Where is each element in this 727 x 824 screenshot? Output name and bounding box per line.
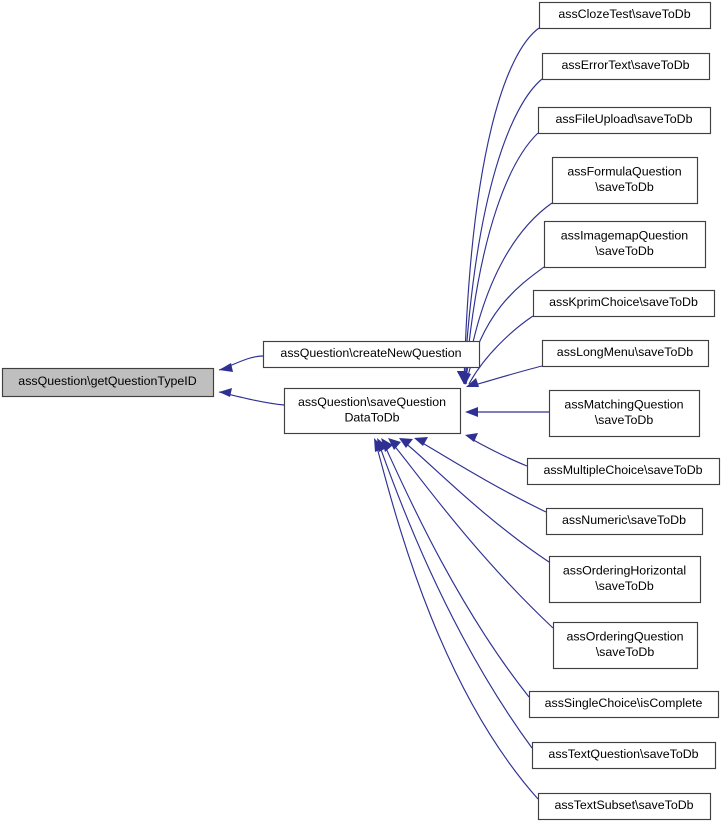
- graph-node-assOrderingQuestion[interactable]: assOrderingQuestion\saveToDb: [552, 621, 699, 670]
- graph-node-assFormulaQuestion[interactable]: assFormulaQuestion\saveToDb: [551, 156, 699, 205]
- call-edge: [218, 388, 285, 406]
- node-label: assTextQuestion\saveToDb: [548, 747, 698, 761]
- call-edge: [399, 438, 550, 563]
- node-label: assKprimChoice\saveToDb: [549, 295, 698, 309]
- arrowhead-icon: [388, 438, 401, 450]
- arrowhead-icon: [399, 438, 413, 448]
- node-box[interactable]: [537, 106, 712, 135]
- edge-line: [375, 443, 539, 800]
- node-label: assFileUpload\saveToDb: [555, 112, 692, 126]
- call-edge: [414, 437, 547, 513]
- node-label: assMultipleChoice\saveToDb: [543, 463, 702, 477]
- graph-node-assNumeric[interactable]: assNumeric\saveToDb: [545, 507, 704, 536]
- arrowhead-icon: [465, 407, 478, 417]
- graph-node-assMultipleChoice[interactable]: assMultipleChoice\saveToDb: [526, 457, 721, 486]
- graph-node-getQuestionTypeID[interactable]: assQuestion\getQuestionTypeID: [1, 367, 215, 398]
- node-box[interactable]: [532, 289, 716, 318]
- graph-node-assTextQuestion[interactable]: assTextQuestion\saveToDb: [531, 741, 717, 770]
- call-edge: [465, 433, 528, 467]
- node-label: assNumeric\saveToDb: [562, 513, 686, 527]
- graph-node-assFileUpload[interactable]: assFileUpload\saveToDb: [537, 106, 712, 135]
- node-box[interactable]: [551, 156, 699, 205]
- edge-line: [469, 437, 528, 467]
- node-box[interactable]: [548, 555, 702, 604]
- node-box[interactable]: [548, 389, 701, 438]
- edge-line: [470, 365, 543, 387]
- node-label: assImagemapQuestion\saveToDb: [561, 229, 689, 259]
- call-edge: [218, 355, 264, 372]
- arrowhead-icon: [219, 363, 233, 372]
- node-label: assErrorText\saveToDb: [561, 58, 689, 72]
- edges-layer: [218, 27, 554, 800]
- graph-node-assTextSubset[interactable]: assTextSubset\saveToDb: [537, 792, 712, 821]
- node-label: assMatchingQuestion\saveToDb: [564, 398, 683, 428]
- arrowhead-icon: [414, 437, 428, 446]
- arrowhead-icon: [465, 433, 478, 442]
- node-box[interactable]: [283, 387, 462, 435]
- graph-node-assLongMenu[interactable]: assLongMenu\saveToDb: [541, 339, 710, 368]
- graph-node-assSingleChoice[interactable]: assSingleChoice\isComplete: [528, 690, 720, 719]
- node-label: assQuestion\createNewQuestion: [280, 346, 461, 360]
- edge-line: [464, 132, 539, 385]
- edge-line: [403, 441, 550, 563]
- node-box[interactable]: [541, 339, 710, 368]
- node-box[interactable]: [1, 367, 215, 398]
- arrowhead-icon: [219, 388, 232, 397]
- node-box[interactable]: [541, 52, 711, 81]
- graph-node-assClozeTest[interactable]: assClozeTest\saveToDb: [538, 1, 712, 30]
- edge-line: [463, 78, 543, 385]
- node-box[interactable]: [545, 507, 704, 536]
- call-edge: [377, 438, 533, 749]
- node-label: assClozeTest\saveToDb: [558, 7, 690, 21]
- node-label: assOrderingHorizontal\saveToDb: [563, 564, 686, 594]
- node-box[interactable]: [528, 690, 720, 719]
- node-label: assLongMenu\saveToDb: [557, 345, 693, 359]
- node-label: assSingleChoice\isComplete: [545, 696, 703, 710]
- node-box[interactable]: [543, 220, 707, 269]
- arrowhead-icon: [461, 371, 471, 385]
- edge-line: [378, 443, 533, 749]
- edge-line: [391, 442, 554, 629]
- edge-line: [463, 27, 540, 385]
- arrowhead-icon: [374, 438, 384, 452]
- edge-line: [383, 443, 530, 698]
- call-edge: [388, 438, 554, 629]
- call-edge: [465, 407, 549, 417]
- node-box[interactable]: [262, 340, 481, 369]
- call-edge: [374, 438, 539, 800]
- edge-line: [418, 440, 547, 513]
- node-label: assTextSubset\saveToDb: [554, 798, 693, 812]
- node-label: assOrderingQuestion\saveToDb: [566, 630, 683, 660]
- node-box[interactable]: [538, 1, 712, 30]
- call-edge: [466, 365, 543, 387]
- node-box[interactable]: [537, 792, 712, 821]
- graph-node-assKprimChoice[interactable]: assKprimChoice\saveToDb: [532, 289, 716, 318]
- arrowhead-icon: [466, 378, 479, 387]
- edge-line: [468, 315, 534, 385]
- graph-node-createNewQuestion[interactable]: assQuestion\createNewQuestion: [262, 340, 481, 369]
- call-edge: [381, 438, 530, 698]
- node-box[interactable]: [531, 741, 717, 770]
- call-edge: [461, 315, 534, 385]
- node-box[interactable]: [552, 621, 699, 670]
- node-label: assQuestion\getQuestionTypeID: [18, 374, 196, 388]
- graph-node-assMatchingQuestion[interactable]: assMatchingQuestion\saveToDb: [548, 389, 701, 438]
- node-box[interactable]: [526, 457, 721, 486]
- graph-node-assImagemapQuestion[interactable]: assImagemapQuestion\saveToDb: [543, 220, 707, 269]
- graph-node-assErrorText[interactable]: assErrorText\saveToDb: [541, 52, 711, 81]
- node-label: assFormulaQuestion\saveToDb: [567, 165, 681, 195]
- graph-node-assOrderingHorizontal[interactable]: assOrderingHorizontal\saveToDb: [548, 555, 702, 604]
